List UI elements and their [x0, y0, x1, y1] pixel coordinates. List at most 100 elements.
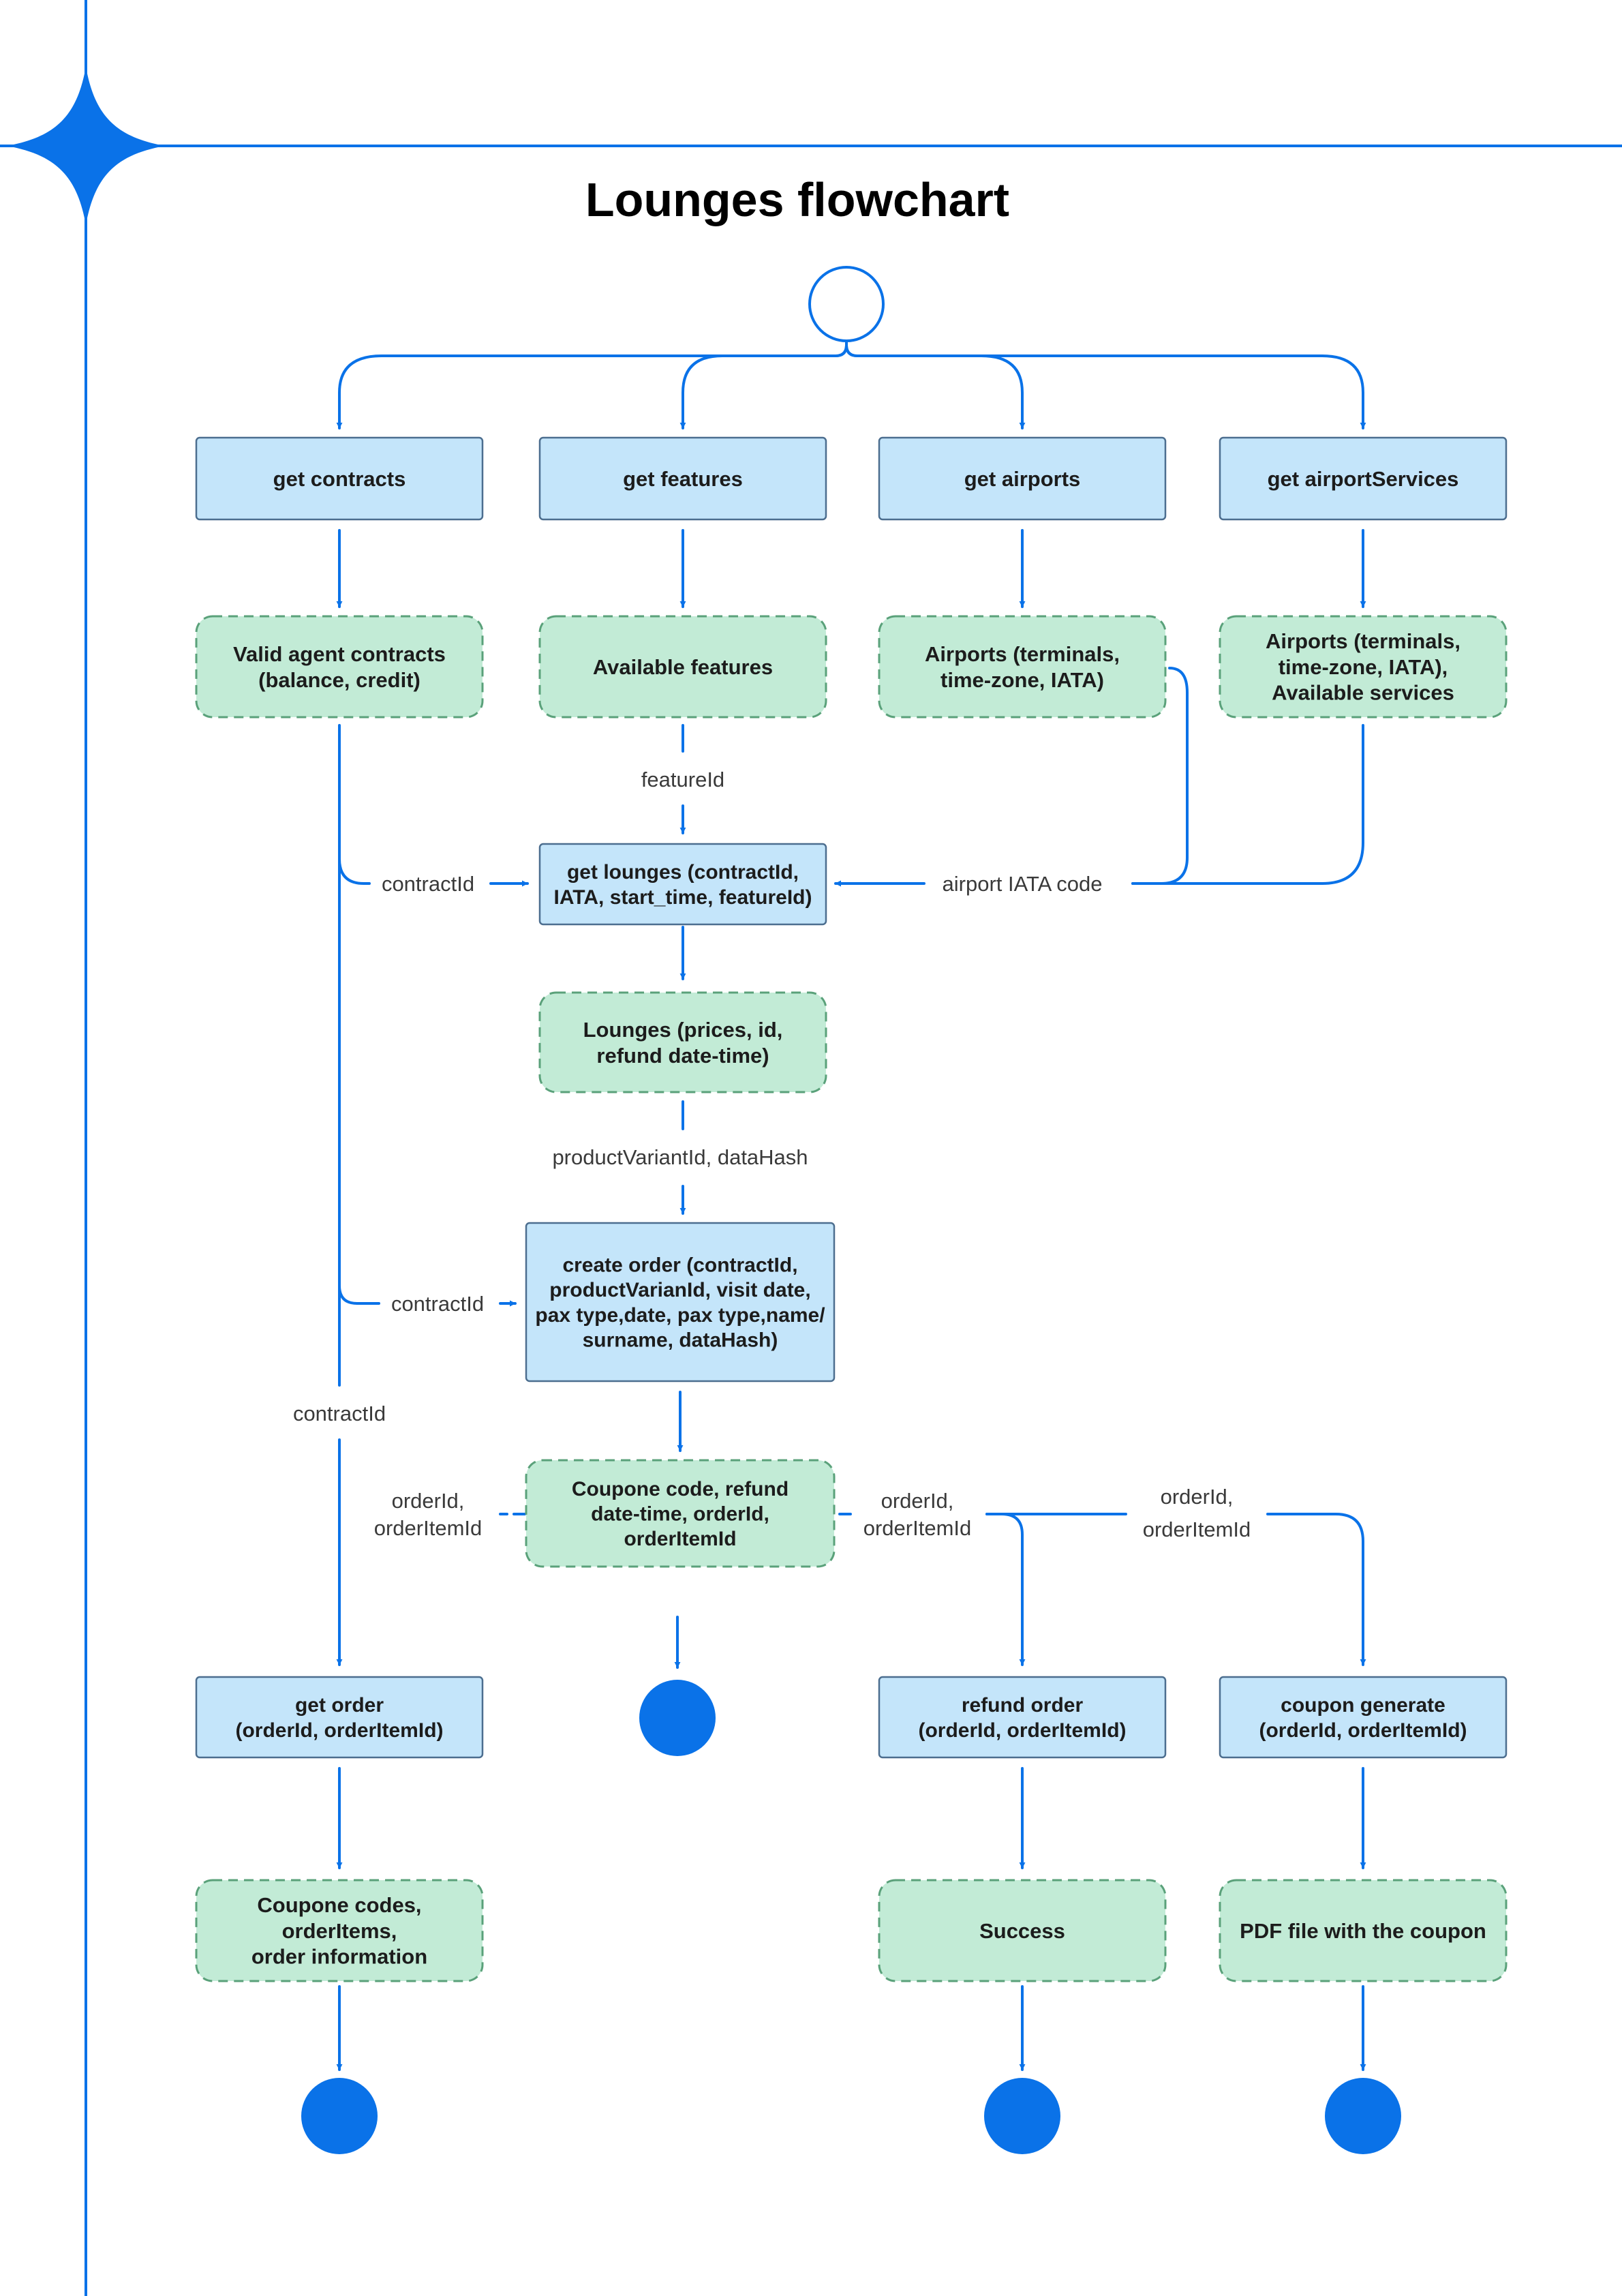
process-node-box [878, 436, 1167, 521]
node-text: (balance, credit) [258, 668, 420, 692]
process-node-box [878, 1676, 1167, 1759]
end-node [301, 2078, 378, 2154]
node-available-features: Available features [538, 615, 827, 719]
node-get-order: get order(orderId, orderItemId) [195, 1676, 484, 1759]
data-node-box [525, 1459, 836, 1568]
flowchart-title: Lounges flowchart [585, 173, 1009, 226]
node-get-airports: get airports [878, 436, 1167, 521]
node-text: get airports [964, 467, 1081, 491]
sparkle-icon [7, 67, 165, 225]
node-text: get features [623, 467, 743, 491]
edge-label-airport-iata: airport IATA code [943, 872, 1103, 896]
node-text: productVarianId, visit date, [549, 1279, 810, 1301]
node-pdf-data: PDF file with the coupon [1219, 1879, 1508, 1982]
data-node-box [1219, 1879, 1508, 1982]
data-node-box [1219, 615, 1508, 719]
node-get-airport-services: get airportServices [1219, 436, 1508, 521]
node-text: time-zone, IATA) [940, 668, 1104, 692]
end-node [1325, 2078, 1401, 2154]
edges [336, 339, 1366, 2071]
node-text: refund date-time) [596, 1044, 769, 1068]
node-text: orderItemId [624, 1528, 736, 1550]
node-valid-agent-contracts: Valid agent contracts(balance, credit) [195, 615, 484, 719]
nodes: get contracts get features get airports get… [195, 436, 1508, 1982]
node-get-contracts: get contracts [195, 436, 484, 521]
node-text: Coupone code, refund [572, 1478, 789, 1500]
node-text: Lounges (prices, id, [583, 1018, 783, 1042]
node-text: Coupone codes, [257, 1893, 421, 1917]
edge-label-order-ids-coupon: orderId, [1161, 1485, 1234, 1509]
process-node-box [1219, 436, 1508, 521]
node-text: Available services [1272, 681, 1454, 705]
node-text: Airports (terminals, [925, 642, 1120, 666]
end-node [984, 2078, 1060, 2154]
process-node-box [1219, 1676, 1508, 1759]
node-text: (orderId, orderItemId) [1259, 1719, 1467, 1742]
edge-label-contract-id-order: contractId [391, 1292, 484, 1316]
node-text: time-zone, IATA), [1279, 655, 1448, 679]
data-node-box [195, 615, 484, 719]
edge-airport-services-iata [1131, 724, 1364, 885]
edge-start-to-get-features [679, 344, 848, 429]
process-node-box [538, 843, 827, 926]
node-text: IATA, start_time, featureId) [554, 886, 812, 909]
node-airports-data: Airports (terminals,time-zone, IATA) [878, 615, 1167, 719]
node-text: Success [979, 1919, 1065, 1943]
node-text: (orderId, orderItemId) [918, 1719, 1126, 1742]
start-node [808, 266, 885, 342]
process-node-box [195, 1676, 484, 1759]
node-text: refund order [962, 1694, 1084, 1717]
edge-label-contract-id-lounges: contractId [382, 872, 474, 896]
edge-labels: featureId contractId airport IATA code prod… [293, 768, 1251, 1541]
node-text: coupon generate [1281, 1694, 1445, 1717]
node-lounges-data: Lounges (prices, id,refund date-time) [538, 991, 827, 1093]
end-nodes [301, 1680, 1401, 2154]
node-coupone-code-data: Coupone code, refund date-time, orderId,o… [525, 1459, 836, 1568]
edge-start-to-get-airport-services [845, 344, 1366, 429]
node-success-data: Success [878, 1879, 1167, 1982]
edge-contract-main-line [338, 858, 380, 1305]
process-node-box [525, 1222, 836, 1383]
edge-label-variant-hash: productVariantId, dataHash [552, 1145, 808, 1169]
edge-label-feature-id: featureId [641, 768, 724, 791]
edge-label-order-ids-right: orderItemId [863, 1516, 972, 1540]
node-text: Available features [593, 655, 773, 679]
process-node-box [195, 436, 484, 521]
edge-label-order-ids-left: orderItemId [374, 1516, 483, 1540]
node-text: (orderId, orderItemId) [235, 1719, 443, 1742]
node-coupon-generate: coupon generate(orderId, orderItemId) [1219, 1676, 1508, 1759]
node-text: get contracts [273, 467, 406, 491]
edge-label-contract-id-get-order: contractId [293, 1402, 386, 1425]
edge-to-coupon-generate-b [1266, 1513, 1366, 1666]
process-node-box [538, 436, 827, 521]
edge-label-order-ids-right: orderId, [881, 1489, 954, 1513]
node-get-lounges: get lounges (contractId, IATA, start_time… [538, 843, 827, 926]
data-node-box [878, 615, 1167, 719]
data-node-box [878, 1879, 1167, 1982]
node-text: surname, dataHash) [583, 1329, 778, 1351]
node-airports-services-data: Airports (terminals,time-zone, IATA),Ava… [1219, 615, 1508, 719]
edge-label-order-ids-left: orderId, [392, 1489, 465, 1513]
node-refund-order: refund order(orderId, orderItemId) [878, 1676, 1167, 1759]
node-text: get order [295, 1694, 384, 1717]
edge-label-order-ids-coupon: orderItemId [1143, 1517, 1251, 1541]
edge-to-refund [985, 1513, 1026, 1666]
data-node-box [538, 991, 827, 1093]
node-text: get lounges (contractId, [567, 861, 799, 883]
end-node [639, 1680, 716, 1756]
node-create-order: create order (contractId,productVarianId… [525, 1222, 836, 1383]
node-text: PDF file with the coupon [1240, 1919, 1486, 1943]
node-text: date-time, orderId, [591, 1503, 769, 1526]
node-text: orderItems, [282, 1919, 397, 1943]
node-get-features: get features [538, 436, 827, 521]
data-node-box [538, 615, 827, 719]
node-text: order information [251, 1945, 427, 1969]
edge-start-fork [336, 339, 848, 429]
node-text: get airportServices [1268, 467, 1459, 491]
node-text: create order (contractId, [562, 1254, 797, 1277]
node-text: Airports (terminals, [1266, 629, 1460, 653]
edge-contract-id-lounges [338, 724, 371, 885]
data-node-box [195, 1879, 484, 1982]
edge-start-to-get-airports [845, 344, 1026, 429]
